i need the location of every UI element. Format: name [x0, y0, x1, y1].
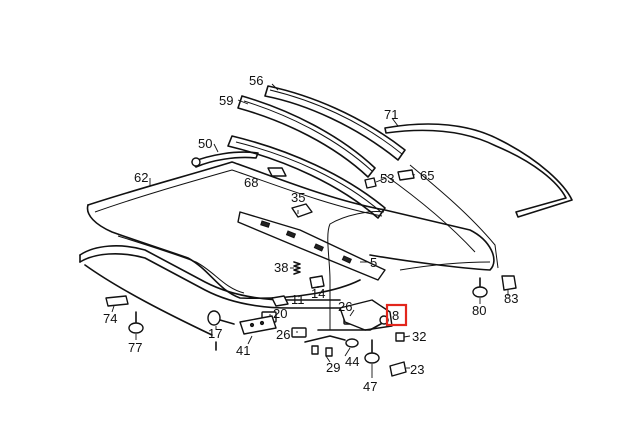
- part-29-clip: [311, 345, 333, 357]
- callout-17: 17: [208, 326, 222, 341]
- part-65-clip: [397, 169, 415, 181]
- callout-44: 44: [345, 354, 359, 369]
- part-26-pad-lower: [291, 327, 307, 338]
- callout-20: 20: [273, 306, 287, 321]
- callout-56: 56: [249, 73, 263, 88]
- callout-26-lower: 26: [276, 327, 290, 342]
- part-44-screw: [345, 338, 359, 348]
- part-35-clip: [291, 203, 313, 218]
- part-62-sunroof-frame: [86, 161, 495, 300]
- part-lower-rail: [79, 245, 341, 336]
- part-41-bracket: [239, 315, 277, 335]
- leader-lines: [111, 83, 509, 378]
- callout-83: 83: [504, 291, 518, 306]
- callout-29: 29: [326, 360, 340, 375]
- callout-38: 38: [274, 260, 288, 275]
- callout-65: 65: [420, 168, 434, 183]
- part-71-rear-seal: [384, 123, 573, 218]
- part-77-screw: [128, 311, 144, 334]
- callout-32: 32: [412, 329, 426, 344]
- part-23-bracket: [389, 361, 407, 377]
- callout-80: 80: [472, 303, 486, 318]
- part-74-clip: [105, 295, 129, 307]
- callout-11: 11: [291, 292, 305, 307]
- part-68-pad: [267, 167, 287, 177]
- callout-26-upper: 26: [338, 299, 352, 314]
- callout-62: 62: [134, 170, 148, 185]
- callout-68: 68: [244, 175, 258, 190]
- part-47-bolt: [364, 339, 380, 364]
- callout-53: 53: [380, 171, 394, 186]
- part-83-clip: [501, 275, 517, 291]
- callout-71: 71: [384, 107, 398, 122]
- drive-cable: [327, 211, 385, 330]
- callout-23: 23: [410, 362, 424, 377]
- part-32-block: [395, 332, 405, 342]
- part-11-clip: [271, 295, 289, 307]
- callout-77: 77: [128, 340, 142, 355]
- roof-edge-lines: [384, 164, 499, 271]
- part-59-seal-strip: [237, 95, 376, 178]
- part-53-bumper: [364, 177, 377, 189]
- callout-14: 14: [311, 286, 325, 301]
- part-56-deflector-strip: [264, 85, 406, 161]
- part-5-guide-rail: [237, 211, 386, 281]
- callout-35: 35: [291, 190, 305, 205]
- callout-labels: 56 59 71 50 53 65 62 68 35 5 38 14 11 20…: [103, 73, 518, 394]
- part-17-screw: [207, 310, 235, 351]
- callout-50: 50: [198, 136, 212, 151]
- front-frame-bar: [227, 135, 386, 219]
- part-50-link: [191, 151, 259, 168]
- part-38-spring: [293, 261, 301, 275]
- callout-59: 59: [219, 93, 233, 108]
- part-8-lever-assembly: [304, 299, 393, 343]
- callout-5: 5: [370, 255, 377, 270]
- callout-74: 74: [103, 311, 117, 326]
- callout-47: 47: [363, 379, 377, 394]
- highlight-box-8: [385, 303, 408, 327]
- part-80-bolt: [472, 277, 488, 298]
- callout-41: 41: [236, 343, 250, 358]
- callout-8: 8: [392, 308, 399, 323]
- part-14-bracket: [309, 275, 325, 289]
